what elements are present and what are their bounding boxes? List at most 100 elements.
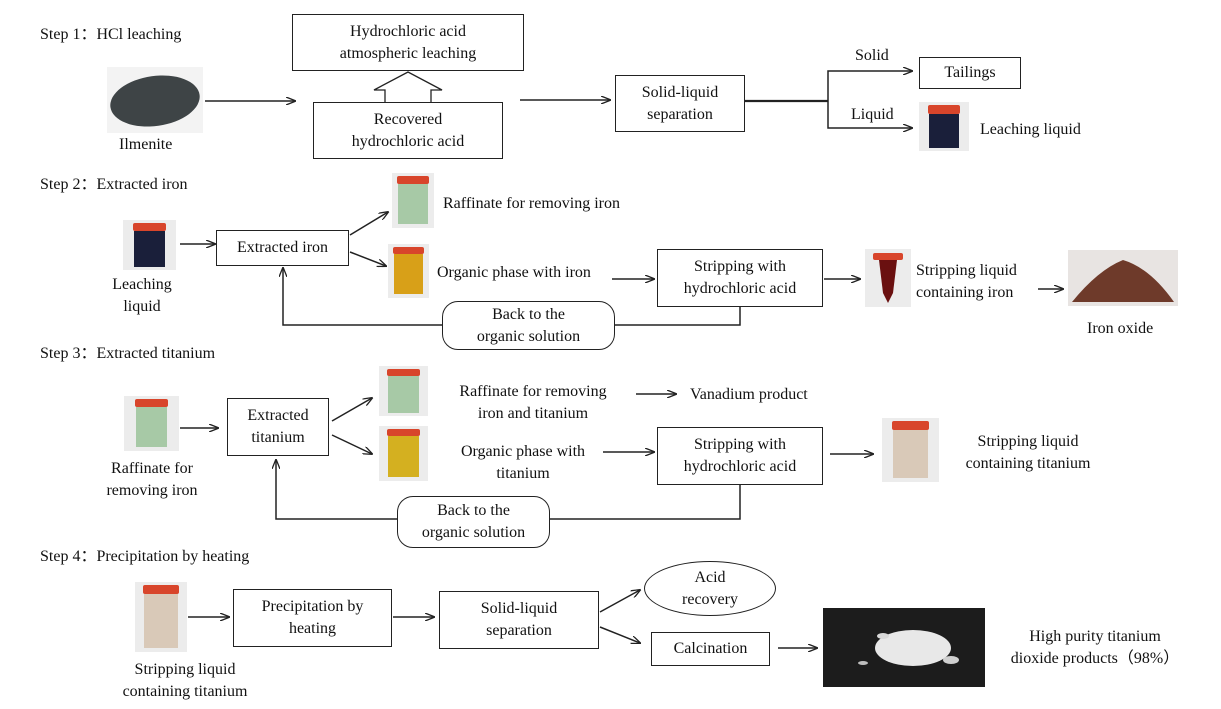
vanadium-label: Vanadium product: [690, 386, 808, 403]
back2-line1: Back to the: [437, 502, 510, 519]
org-ti-line1: Organic phase with: [460, 443, 586, 460]
pale-liquid-beaker-icon: [135, 582, 187, 652]
step2-title: Step 2：Extracted iron: [40, 176, 188, 193]
raffinate-input-image: [124, 396, 179, 451]
raff-ti-line1: Raffinate for removing: [459, 383, 607, 400]
acid-recovery-oval: Acid recovery: [644, 561, 776, 616]
iron-oxide-powder-icon: [1068, 250, 1178, 306]
org-ti-line2: titanium: [496, 465, 550, 482]
step3-title: Step 3：Extracted titanium: [40, 345, 216, 362]
recovered-box-line1: Recovered: [373, 110, 443, 128]
pale-liquid-beaker-icon: [882, 418, 939, 482]
stripping-iron-box: Stripping with hydrochloric acid: [657, 249, 823, 307]
leaching-box-line1: Hydrochloric acid: [350, 22, 466, 40]
tio2-product-label: High purity titanium dioxide products（98%…: [995, 626, 1195, 670]
yellow-liquid-beaker-icon: [379, 426, 428, 481]
green-liquid-beaker-icon: [124, 396, 179, 451]
strip-iron-line2: hydrochloric acid: [683, 280, 797, 297]
strip-iron-liquid-line1: Stripping liquid: [916, 262, 1017, 279]
recovered-acid-box: Recovered hydrochloric acid: [313, 102, 503, 159]
stripping-ti-image: [882, 418, 939, 482]
stripping-iron-label: Stripping liquid containing iron: [916, 260, 1017, 304]
white-powder-icon: [823, 608, 985, 687]
raffinate-iron-label: Raffinate for removing iron: [443, 195, 620, 212]
precip-line2: heating: [288, 620, 337, 637]
leaching-liquid-image: [919, 102, 969, 151]
raffinate-iron-image: [392, 173, 434, 228]
dark-liquid-beaker-icon: [919, 102, 969, 151]
ilmenite-powder-icon: [107, 67, 203, 133]
strip-ti-line1: Stripping with: [693, 436, 786, 453]
solid-label: Solid: [855, 47, 889, 64]
step4-input-line2: containing titanium: [122, 683, 248, 700]
stripping-ti-label: Stripping liquid containing titanium: [945, 431, 1111, 475]
green-liquid-beaker-icon: [379, 366, 428, 416]
precip-line1: Precipitation by: [261, 598, 364, 615]
step4-input-image: [135, 582, 187, 652]
step3-input-label: Raffinate for removing iron: [96, 458, 208, 502]
step2-input-label: Leaching liquid: [105, 274, 179, 318]
step4-input-line1: Stripping liquid: [134, 661, 236, 678]
organic-ti-label: Organic phase with titanium: [438, 441, 608, 485]
stripping-ti-box: Stripping with hydrochloric acid: [657, 427, 823, 485]
organic-iron-image: [388, 244, 429, 298]
step3-input-line1: Raffinate for: [111, 460, 193, 477]
tio2-product-image: [823, 608, 985, 687]
raffinate-ti-image: [379, 366, 428, 416]
organic-ti-image: [379, 426, 428, 481]
ext-ti-line2: titanium: [251, 429, 305, 446]
hollow-arrow-recovered-to-leach: [373, 71, 443, 102]
strip-ti-liquid-line2: containing titanium: [965, 455, 1091, 472]
precipitation-box: Precipitation by heating: [233, 589, 392, 647]
iron-oxide-label: Iron oxide: [1087, 320, 1154, 337]
solid-liquid-separation-box-2: Solid-liquid separation: [439, 591, 599, 649]
back1-line2: organic solution: [476, 327, 581, 345]
tio2-line1: High purity titanium: [1029, 628, 1161, 645]
back2-line2: organic solution: [421, 524, 526, 541]
tailings-box: Tailings: [919, 57, 1021, 89]
step2-input-line2: liquid: [123, 298, 161, 315]
step4-title: Step 4：Precipitation by heating: [40, 548, 250, 565]
ilmenite-image: [107, 67, 203, 133]
step2-input-line1: Leaching: [112, 276, 172, 293]
strip-iron-liquid-line2: containing iron: [916, 284, 1014, 301]
sep2-line1: Solid-liquid: [480, 600, 558, 617]
iron-oxide-image: [1068, 250, 1178, 306]
sep1-line2: separation: [647, 105, 713, 123]
organic-iron-label: Organic phase with iron: [437, 264, 591, 281]
arrow-to-tailings: [827, 71, 912, 101]
green-liquid-beaker-icon: [392, 173, 434, 228]
ilmenite-label: Ilmenite: [119, 136, 173, 153]
acid-line1: Acid: [694, 568, 726, 586]
tio2-line2: dioxide products（98%）: [1010, 650, 1180, 667]
step4-input-label: Stripping liquid containing titanium: [112, 659, 258, 703]
solid-liquid-separation-box-1: Solid-liquid separation: [615, 75, 745, 132]
strip-ti-line2: hydrochloric acid: [683, 458, 797, 475]
stripping-iron-image: [865, 249, 911, 307]
calcination-box: Calcination: [651, 632, 770, 666]
raffinate-ti-label: Raffinate for removing iron and titanium: [438, 381, 628, 425]
step3-input-line2: removing iron: [106, 482, 198, 499]
extracted-iron-box: Extracted iron: [216, 230, 349, 266]
leaching-box-line2: atmospheric leaching: [339, 44, 477, 62]
strip-ti-liquid-line1: Stripping liquid: [977, 433, 1079, 450]
strip-iron-line1: Stripping with: [693, 258, 786, 275]
dark-liquid-beaker-icon: [123, 220, 176, 270]
sep2-line2: separation: [486, 622, 552, 639]
leaching-box: Hydrochloric acid atmospheric leaching: [292, 14, 524, 71]
recovered-box-line2: hydrochloric acid: [351, 132, 465, 150]
leaching-liquid-label: Leaching liquid: [980, 121, 1081, 138]
red-liquid-tube-icon: [865, 249, 911, 307]
raff-ti-line2: iron and titanium: [477, 405, 589, 422]
back-to-organic-box-2: Back to the organic solution: [397, 496, 550, 548]
yellow-liquid-beaker-icon: [388, 244, 429, 298]
step1-title: Step 1：HCl leaching: [40, 26, 182, 43]
arrow-to-leaching-liquid: [827, 101, 912, 128]
liquid-label: Liquid: [851, 106, 894, 123]
sep1-line1: Solid-liquid: [641, 83, 719, 101]
leaching-liquid-input-image: [123, 220, 176, 270]
ext-ti-line1: Extracted: [247, 407, 309, 424]
extracted-titanium-box: Extracted titanium: [227, 398, 329, 456]
acid-line2: recovery: [682, 590, 738, 608]
